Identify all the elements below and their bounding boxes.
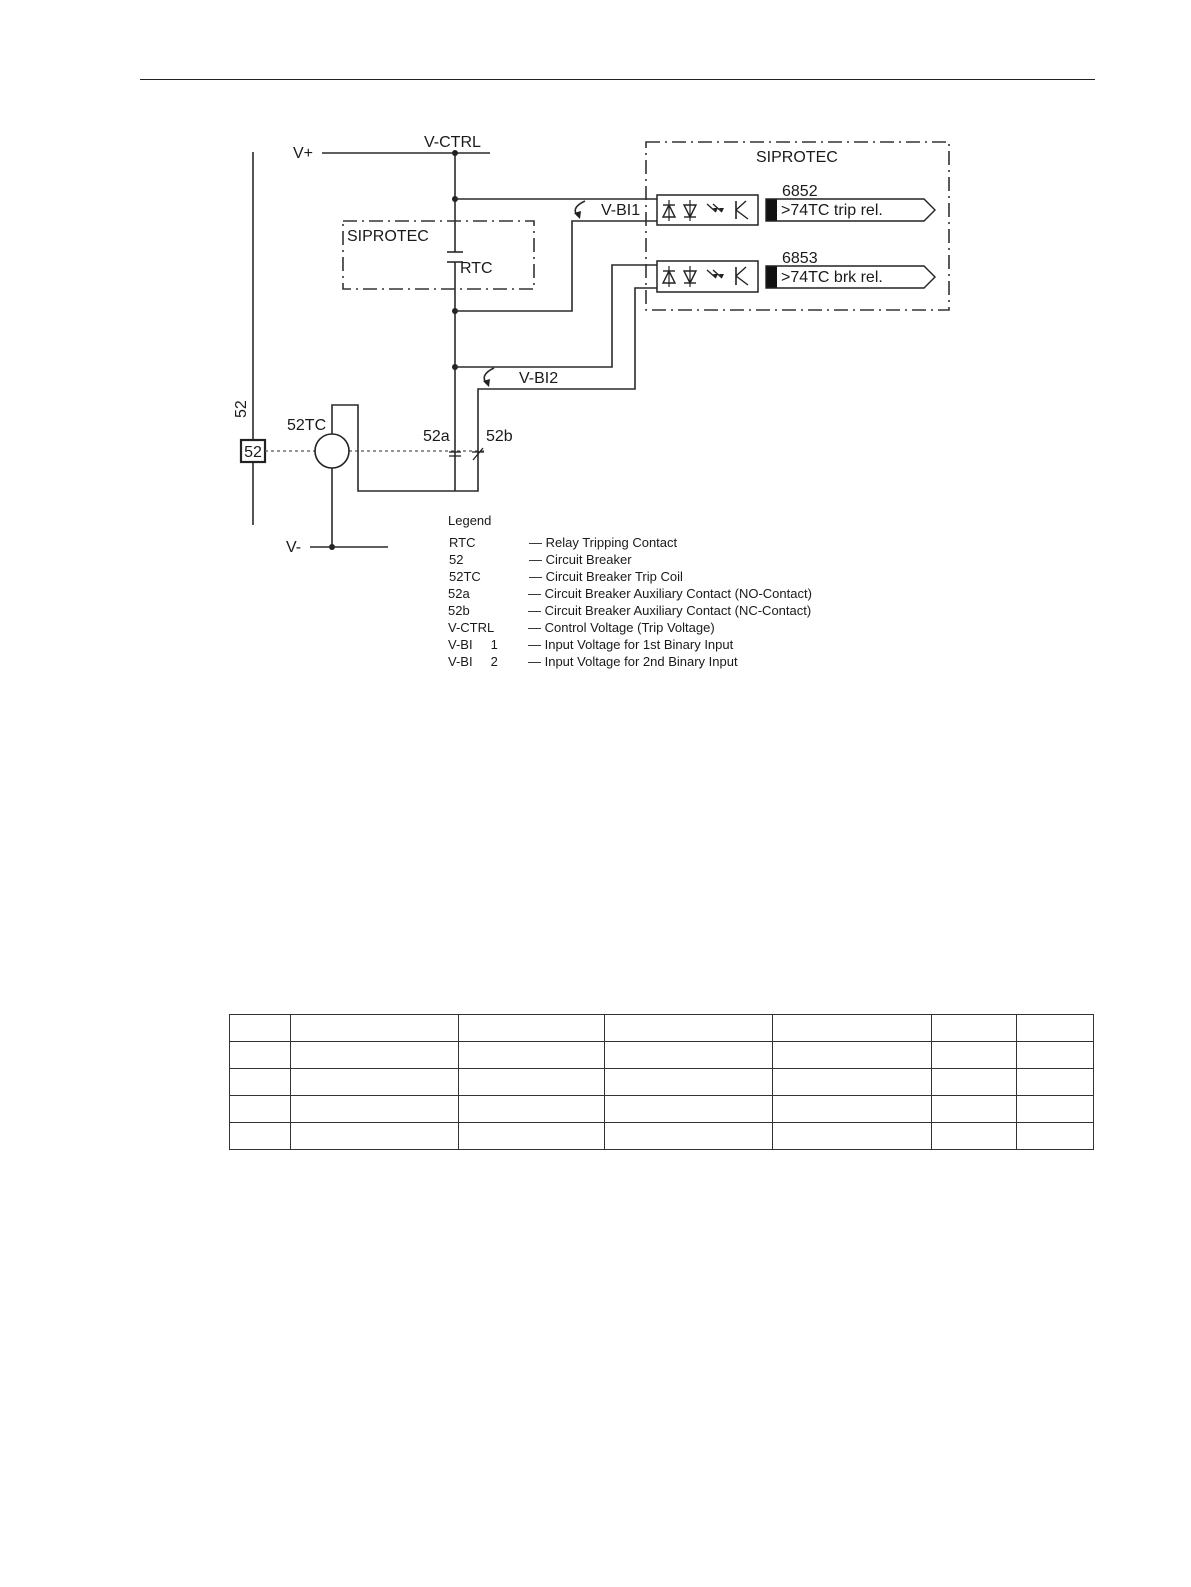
table-cell (772, 1014, 932, 1042)
table-cell (458, 1122, 605, 1150)
empty-table (229, 1014, 1094, 1150)
table-cell (1016, 1041, 1094, 1069)
v-bi2-label: V-BI2 (519, 370, 558, 387)
table-cell (604, 1014, 773, 1042)
table-cell (229, 1095, 291, 1123)
table-cell (458, 1068, 605, 1096)
table-body (229, 1014, 1094, 1150)
optocoupler-2 (656, 260, 759, 293)
table-cell (290, 1041, 459, 1069)
table-cell (772, 1095, 932, 1123)
trip-coil-label: 52TC (287, 417, 326, 434)
contact-52b-label: 52b (486, 428, 513, 445)
table-row (229, 1122, 1094, 1150)
table-cell (1016, 1068, 1094, 1096)
table-cell (229, 1014, 291, 1042)
table-cell (604, 1068, 773, 1096)
trip-coil-upper-wire (331, 404, 479, 492)
table-cell (772, 1122, 932, 1150)
contact-52a-label: 52a (423, 428, 450, 445)
legend-desc: — Input Voltage for 1st Binary Input (528, 637, 734, 652)
table-row (229, 1014, 1094, 1042)
table-row (229, 1068, 1094, 1096)
bi2-wire-return (477, 287, 657, 461)
table-cell (604, 1122, 773, 1150)
table-cell (931, 1095, 1017, 1123)
table-row (229, 1041, 1094, 1069)
table-cell (772, 1041, 932, 1069)
table-cell (458, 1095, 605, 1123)
input-1-marker (766, 199, 777, 221)
legend-abbr: RTC (449, 535, 475, 550)
legend-desc: — Relay Tripping Contact (529, 535, 678, 550)
table-cell (290, 1014, 459, 1042)
legend-desc: — Circuit Breaker Auxiliary Contact (NO-… (528, 586, 812, 601)
legend-abbr: V-BI 1 (448, 637, 498, 652)
table-cell (931, 1068, 1017, 1096)
table-cell (1016, 1014, 1094, 1042)
legend-abbr: V-BI 2 (448, 654, 498, 669)
legend-abbr: 52TC (449, 569, 481, 584)
legend-abbr: V-CTRL (448, 620, 494, 635)
table-cell (604, 1041, 773, 1069)
siprotec-relay-label: SIPROTEC (347, 228, 429, 245)
table-cell (772, 1068, 932, 1096)
v-bi2-arrowhead (483, 379, 490, 387)
legend-title: Legend (448, 513, 491, 528)
table-cell (458, 1014, 605, 1042)
table-cell (931, 1122, 1017, 1150)
table-row (229, 1095, 1094, 1123)
legend-abbr: 52 (449, 552, 463, 567)
input-2-marker (766, 266, 777, 288)
v-ctrl-label: V-CTRL (424, 134, 481, 151)
legend-desc: — Input Voltage for 2nd Binary Input (528, 654, 738, 669)
input-2-number: 6853 (782, 250, 818, 267)
legend-desc: — Circuit Breaker (529, 552, 632, 567)
trip-circuit-diagram: 52 52 V+ V-CTRL RTC SIPROTEC V-BI1 V-BI2… (233, 134, 950, 669)
breaker-box-label: 52 (244, 444, 262, 461)
optocoupler-1 (656, 194, 759, 226)
junction-v-ctrl (452, 150, 458, 156)
bi1-wire-return (455, 220, 657, 312)
table-cell (931, 1041, 1017, 1069)
v-minus-label: V- (286, 539, 301, 556)
siprotec-device-label: SIPROTEC (756, 149, 838, 166)
input-1-signal-arrow (765, 198, 936, 222)
input-1-label: >74TC trip rel. (781, 202, 883, 219)
table-cell (229, 1068, 291, 1096)
breaker-vertical-label: 52 (233, 400, 250, 418)
table-cell (604, 1095, 773, 1123)
legend-abbr: 52a (448, 586, 470, 601)
bi2-wire-top (455, 264, 657, 368)
table-cell (1016, 1122, 1094, 1150)
legend: Legend RTC — Relay Tripping Contact 52 —… (448, 513, 812, 669)
table-cell (229, 1122, 291, 1150)
input-2-label: >74TC brk rel. (781, 269, 883, 286)
table-cell (229, 1041, 291, 1069)
rtc-label: RTC (460, 260, 493, 277)
v-bi1-arrowhead (574, 211, 581, 219)
input-1-number: 6852 (782, 183, 818, 200)
contact-52b-slash (472, 447, 484, 461)
page-top-rule (140, 79, 1095, 80)
legend-desc: — Control Voltage (Trip Voltage) (528, 620, 715, 635)
table-cell (290, 1122, 459, 1150)
input-2-signal-arrow (765, 265, 936, 289)
v-plus-label: V+ (293, 145, 313, 162)
table-cell (290, 1095, 459, 1123)
siprotec-device-box (645, 141, 950, 311)
table-cell (290, 1068, 459, 1096)
legend-abbr: 52b (448, 603, 470, 618)
legend-desc: — Circuit Breaker Auxiliary Contact (NC-… (528, 603, 811, 618)
trip-coil (314, 433, 350, 469)
table-cell (1016, 1095, 1094, 1123)
table-cell (931, 1014, 1017, 1042)
table-cell (458, 1041, 605, 1069)
v-bi1-label: V-BI1 (601, 202, 640, 219)
legend-desc: — Circuit Breaker Trip Coil (529, 569, 683, 584)
